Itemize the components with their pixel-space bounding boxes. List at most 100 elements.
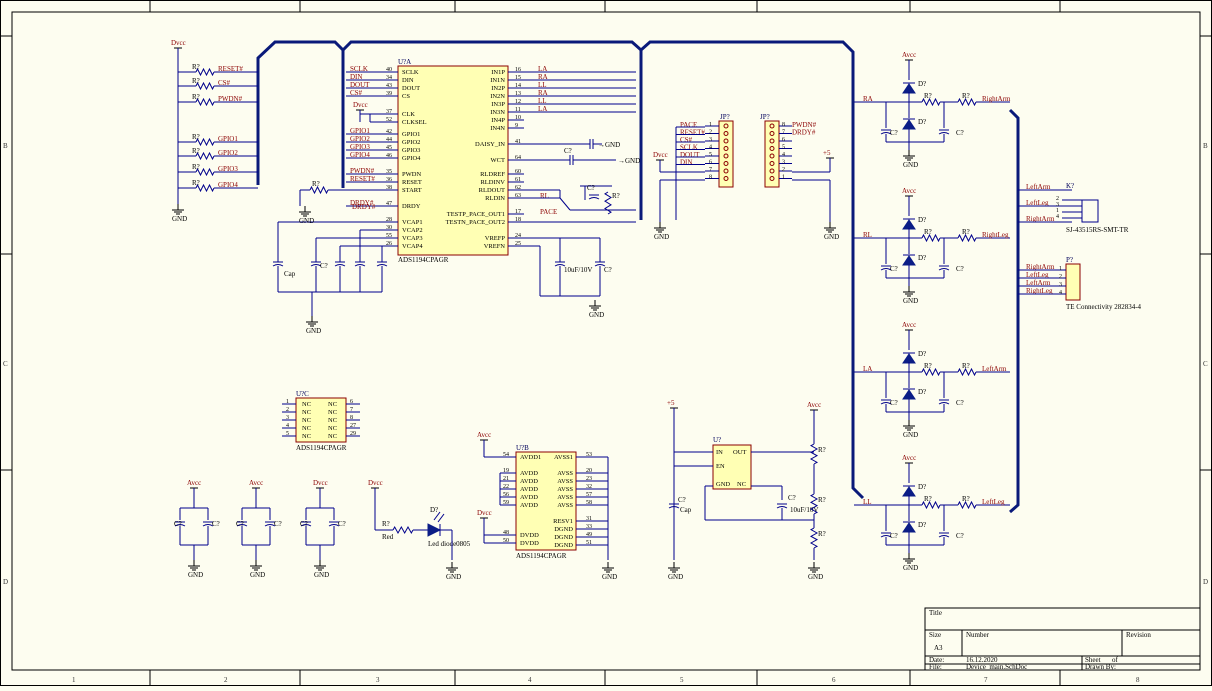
u2b-pin-num: 48 [503,530,509,536]
u2b-pin-num: 54 [503,452,509,458]
u2a-pin-name: RLDREF [480,171,505,178]
jp1-pin-dot [723,161,729,166]
reg-res-1 [809,443,819,465]
jumper-pins: 12345678PACERESET#CS#SCLKDOUTDINDvccGND8… [653,121,839,241]
ground-label: GND [299,217,314,225]
protection-res-label: R? [924,228,932,236]
protection-avcc: Avcc [902,187,916,202]
ground-label: GND [903,297,918,305]
u2a-pin-num: 11 [515,107,521,113]
u2c-pin-name: NC [302,401,311,408]
header-net-label: LeftArm [1026,279,1051,287]
decap-ground: GND [188,560,203,579]
protection-ground: GND [903,150,918,169]
decap-label: C? [338,520,346,528]
u2a-pin-num: 46 [386,153,392,159]
protection-cap-1 [880,532,892,538]
ground-label: GND [668,573,683,581]
jp1-net-label: DIN [680,159,692,167]
protection-res-2 [957,97,977,107]
ads1194-u2c[interactable]: U?C ADS1194CPAGR [295,390,347,452]
decap-label: C? [236,520,244,528]
sheet-label: Sheet [1085,656,1101,664]
jp1-pin-num: 7 [709,167,712,173]
u2a-pin-num: 24 [515,233,521,239]
header-net-label: RightLeg [1026,287,1053,295]
u2a-pin-name: DRDY [402,203,421,210]
u2a-pin-name: GPIO4 [402,155,421,162]
resistor-body [921,500,941,510]
header-connector-p[interactable]: P? TE Connectivity 282834-4 [1065,256,1142,311]
misc-components: +510uF/10VCapC?GNDAvccR?R?R?GNDC?AvccC?C… [174,399,826,581]
led-part: Led diode0805 [428,540,471,548]
reg-cap-in-ref: C? [678,496,686,504]
jumper-header-jp2[interactable]: JP? [760,113,780,188]
vcap-cap-label: Cap [284,270,296,278]
protection-cap-label: C? [956,129,964,137]
jp2-pin-dot [769,146,775,151]
jp2-pin-num: 3 [782,160,785,166]
cap-plate-curved [236,524,248,527]
u2a-pin-num: 40 [386,67,392,73]
ground-label: GND [250,571,265,579]
cap-plate-curved [668,506,680,509]
ads1194-u2a[interactable]: U?A ADS1194CPAGR [397,58,509,264]
decap-group-power: Avcc [187,479,201,494]
u2a-net-label: GPIO2 [350,135,370,143]
row-label-c-right: C [1203,360,1208,368]
reg-cap-label: 10uF/10V [790,506,818,514]
vcap4-cap [334,261,346,267]
u2a-pin-num: 18 [515,217,521,223]
rld-res-label: R? [612,192,620,200]
protection-out-label: RightArm [982,95,1011,103]
resistor-body [921,233,941,243]
u2b-pin-name: AVSS [557,486,573,493]
reg-cap-in-label: Cap [680,506,692,514]
cap-plate-curved [376,264,388,267]
ground-label: GND [188,571,203,579]
pullup-resistor [195,67,215,77]
u2a-pin-num: 39 [386,91,392,97]
u2a-pin-num: 61 [515,177,521,183]
jack-pin-num: 1 [1056,208,1059,214]
protection-diode-top [902,218,916,230]
jp2-net-label: DRDY# [792,129,816,137]
cap-plate-curved [310,264,322,267]
u2a-pin-name: GPIO2 [402,139,420,146]
resistor-body [309,185,329,195]
voltage-regulator[interactable]: U? IN OUT EN GND NC [712,436,752,490]
col-label-2: 2 [224,676,228,684]
u2b-pin-num: 56 [503,492,509,498]
u2b-pin-num: 21 [503,476,509,482]
u2a-net-label: DOUT [350,81,370,89]
u2a-pin-num: 47 [386,201,392,207]
ads1194-u2b[interactable]: U?B ADS1194CPAGR [515,444,577,560]
u2b-pin-num: 19 [503,468,509,474]
ground-label: GND [903,564,918,572]
u2b-pin-num: 58 [586,500,592,506]
protection-res-1 [921,367,941,377]
pullup-resistor [195,151,215,161]
col-label-4: 4 [528,676,532,684]
protection-diode-label: D? [918,80,926,88]
start-resistor [309,185,329,195]
u2a-pin-num: 64 [515,155,521,161]
protection-res-1 [921,233,941,243]
ground-label: GND [602,573,617,581]
wire [559,197,571,211]
audio-jack-k[interactable]: K? SJ-43515RS-SMT-TR [1066,182,1129,234]
protection-cap-1 [880,265,892,271]
jp2-ground: GND [824,222,839,241]
u2a-net-label: GPIO4 [350,151,370,159]
resistor-body [809,443,819,465]
u2a-pin-name: START [402,187,422,194]
pullup-resistor [195,137,215,147]
cap-plate-curved [938,402,950,405]
u2a-pin-num: 34 [386,75,392,81]
jack-pin-num: 2 [1056,196,1059,202]
protection-cap-2 [938,399,950,405]
jp1-ground: GND [654,222,669,241]
